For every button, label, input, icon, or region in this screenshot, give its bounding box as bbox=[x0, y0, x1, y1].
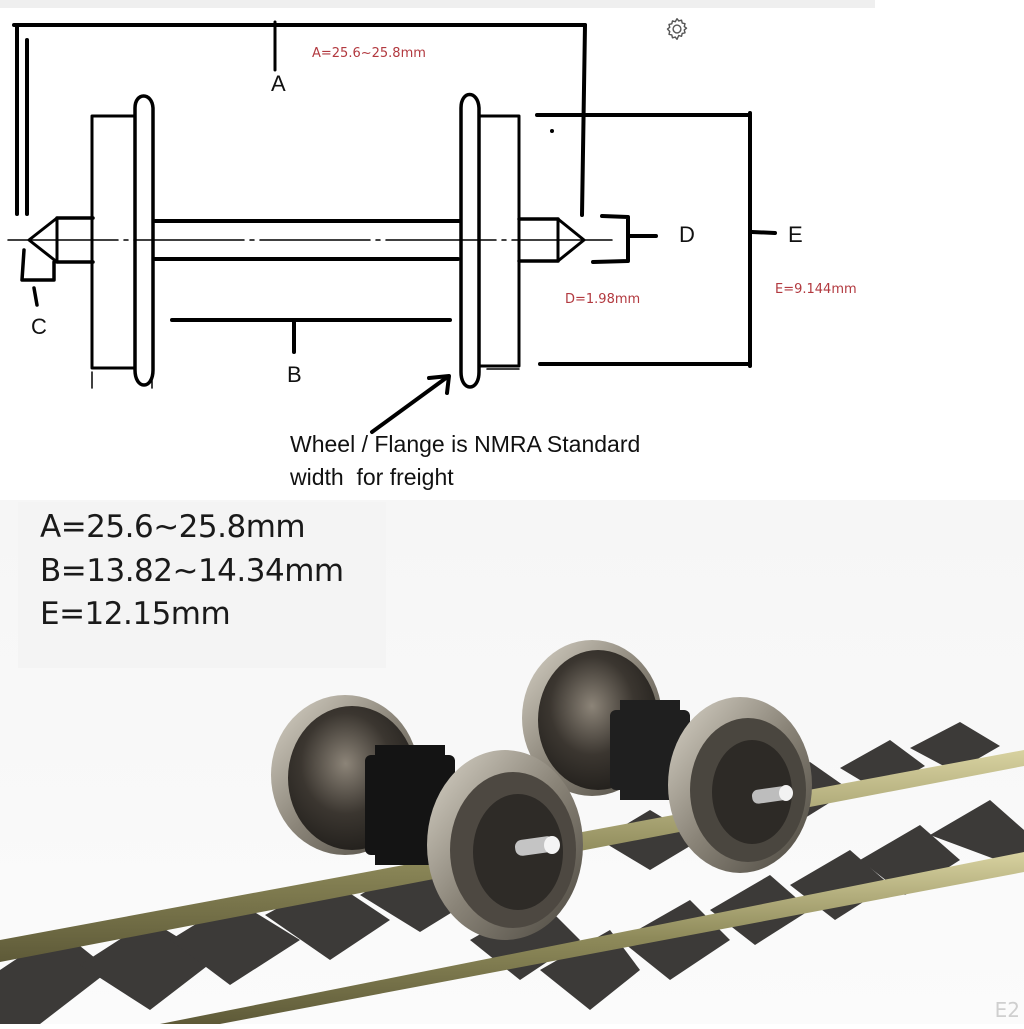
watermark: E2 bbox=[994, 998, 1020, 1022]
annotation-d: D=1.98mm bbox=[565, 292, 641, 307]
wheelset-diagram: A B C D E A=25.6~25.8mm D=1.98mm E=9.144… bbox=[0, 0, 1024, 500]
gear-icon[interactable] bbox=[664, 16, 690, 42]
diagram-drawing bbox=[7, 20, 777, 434]
label-d: D bbox=[679, 222, 695, 247]
note-line-1: Wheel / Flange is NMRA Standard bbox=[290, 431, 641, 457]
label-b: B bbox=[287, 362, 302, 387]
gear-icon-graphic bbox=[666, 18, 688, 40]
label-e: E bbox=[788, 222, 803, 247]
spec-box bbox=[18, 502, 386, 668]
annotation-e: E=9.144mm bbox=[775, 282, 857, 297]
label-c: C bbox=[31, 314, 47, 339]
spec-e: E=12.15mm bbox=[40, 596, 231, 632]
spec-a: A=25.6~25.8mm bbox=[40, 509, 306, 545]
annotation-a: A=25.6~25.8mm bbox=[312, 46, 426, 61]
spec-b: B=13.82~14.34mm bbox=[40, 553, 344, 589]
flange-note: Wheel / Flange is NMRA Standard width fo… bbox=[290, 428, 640, 494]
label-a: A bbox=[271, 71, 286, 96]
note-line-2: width for freight bbox=[290, 464, 454, 490]
top-bar bbox=[0, 0, 875, 8]
